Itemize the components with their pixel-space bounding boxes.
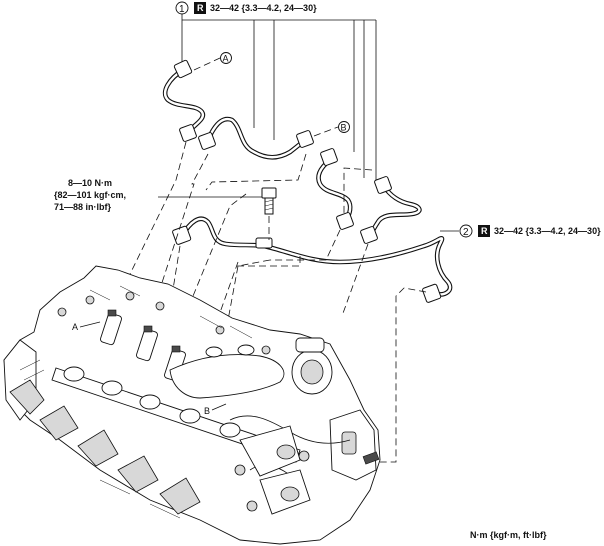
connector-a-top: A	[193, 52, 232, 71]
injection-pipe-2	[172, 216, 453, 303]
callout-1-leaders	[181, 14, 377, 184]
connector-b-engine: B	[204, 403, 227, 416]
connector-b-top: B	[313, 121, 350, 137]
svg-text:B: B	[341, 123, 347, 133]
svg-text:B: B	[204, 406, 210, 416]
callout-2-r-letter: R	[481, 226, 488, 236]
callout-2-number: 2	[463, 227, 469, 238]
callout-2-group: 2 R 32—42 {3.3—4.2, 24—30}	[440, 224, 601, 238]
connector-a-engine: A	[72, 321, 101, 332]
callout-2-circle	[459, 224, 473, 238]
injection-pipe-1	[162, 59, 422, 244]
callout-1-r-letter: R	[197, 3, 204, 13]
bolt-torque-line1: 8—10 N·m	[68, 178, 112, 188]
callout-2-r-badge	[478, 225, 490, 237]
callout-1-torque: 32—42 {3.3—4.2, 24—30}	[210, 3, 317, 13]
clamp-bolt	[261, 187, 277, 240]
pipe-clamp	[255, 237, 273, 249]
callout-1-group: 1 R 32—42 {3.3—4.2, 24—30}	[175, 1, 317, 15]
svg-text:A: A	[223, 54, 229, 64]
callout-1-r-badge	[194, 2, 206, 14]
svg-text:A: A	[72, 322, 78, 332]
callout-2-torque: 32—42 {3.3—4.2, 24—30}	[494, 226, 601, 236]
engine-cylinder-head	[3, 265, 381, 545]
units-note: N·m {kgf·m, ft·lbf}	[470, 530, 547, 540]
bolt-torque-line3: 71—88 in·lbf}	[54, 202, 112, 212]
callout-1-number: 1	[179, 4, 185, 15]
bolt-torque-callout: 8—10 N·m {82—101 kgf·cm, 71—88 in·lbf}	[54, 178, 262, 212]
bolt-torque-line2: {82—101 kgf·cm,	[54, 190, 126, 200]
